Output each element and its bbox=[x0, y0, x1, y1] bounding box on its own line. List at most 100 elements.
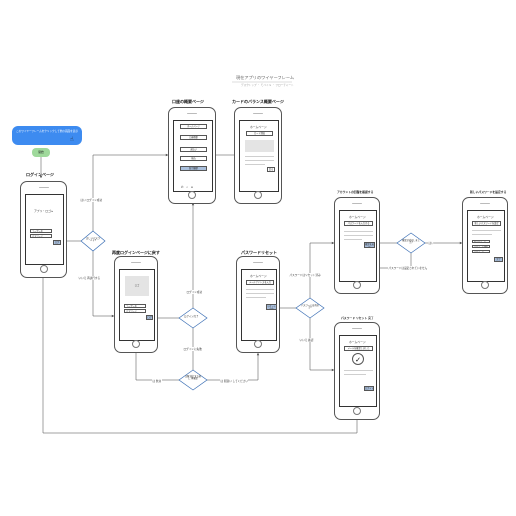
card-image bbox=[245, 140, 274, 152]
password-confirm-field[interactable]: パスワード確認 bbox=[472, 245, 490, 249]
text-line bbox=[245, 160, 274, 162]
edge-label-yes: はい bbox=[428, 241, 435, 245]
speaker bbox=[352, 203, 362, 205]
username-field[interactable]: ユーザー名 bbox=[124, 304, 146, 308]
transfer-button[interactable]: 振込 bbox=[180, 156, 207, 161]
decision-d4 bbox=[396, 232, 426, 254]
card-header: ホームページ bbox=[250, 125, 267, 129]
phone-relogin[interactable]: ロゴ ユーザー名 パスワード ログ bbox=[114, 256, 158, 353]
reset-page-title: パスワードリセット bbox=[241, 250, 277, 255]
newpw-field[interactable]: 新しいパスワードを設定 bbox=[472, 221, 501, 226]
newpw-page-title: 新しいパスワードを設定する bbox=[470, 190, 507, 194]
relogin-screen: ロゴ ユーザー名 パスワード ログ bbox=[119, 269, 155, 341]
payment-button[interactable]: 支払い bbox=[180, 147, 207, 152]
card-balance-tab[interactable]: カード残高 bbox=[246, 131, 273, 136]
speaker bbox=[187, 113, 197, 115]
search-icon[interactable]: ⌕ bbox=[186, 185, 189, 189]
recover-page-title: アカウントの回復を確認する bbox=[337, 190, 374, 194]
home-header: ホームページ bbox=[180, 124, 207, 129]
confirm-field: メールを確認しました bbox=[344, 346, 373, 351]
new-password-field[interactable]: 新パスワード bbox=[472, 240, 490, 244]
speaker bbox=[131, 262, 141, 264]
edge-label-bottom-left: は 無効 bbox=[152, 379, 162, 383]
phone-reset[interactable]: ホームページ メールアドレスを入力 リセット送信 bbox=[236, 256, 280, 353]
username-field[interactable]: ユーザー名 bbox=[30, 229, 52, 233]
confirm-screen: ホームページ メールを確認しました ✓ ログイン bbox=[339, 335, 377, 407]
text-line bbox=[246, 297, 266, 299]
edge-label-d4-down: パスワードは設定されていません bbox=[388, 266, 428, 270]
home-button-icon[interactable] bbox=[353, 407, 361, 415]
edge-label-d2-up: ログイン成功 bbox=[186, 290, 203, 294]
decision-d5 bbox=[178, 369, 208, 391]
home-button-icon[interactable] bbox=[353, 281, 361, 289]
confirm-login-button[interactable]: ログイン bbox=[364, 386, 374, 391]
speaker bbox=[352, 328, 362, 330]
newpw-header: ホームページ bbox=[477, 215, 494, 219]
home-button-icon[interactable] bbox=[39, 265, 48, 273]
diagram-subtitle: デスクトップ ・ モバイル ・ フローチャート bbox=[241, 84, 294, 87]
email-field[interactable]: メールアドレスを入力 bbox=[246, 280, 274, 285]
info-note-text: このワイヤーフレームをクリックして他の画面を表示 bbox=[16, 130, 78, 133]
confirm-page-title: パスワード リセット 完了 bbox=[341, 316, 374, 320]
phone-card[interactable]: ホームページ カード残高 戻る bbox=[234, 107, 282, 204]
text-line bbox=[245, 164, 265, 166]
diagram-title: 現在アプリのワイヤーフレーム bbox=[236, 75, 295, 80]
text-line bbox=[344, 239, 362, 241]
confirm-header: ホームページ bbox=[349, 340, 366, 344]
recover-header: ホームページ bbox=[349, 215, 366, 219]
text-line bbox=[245, 156, 274, 158]
password-field[interactable]: パスワード bbox=[472, 250, 490, 254]
phone-newpw[interactable]: ホームページ 新しいパスワードを設定 新パスワード パスワード確認 パスワード … bbox=[462, 197, 508, 294]
decision-d3 bbox=[295, 297, 325, 319]
phone-login[interactable]: アプリ・ロゴ ▸ ユーザー名 パスワード ログ bbox=[20, 181, 67, 278]
home-icon[interactable]: ⌂ bbox=[190, 185, 193, 189]
phone-home[interactable]: ホームページ 口座概要 支払い 振込 取引履歴 ✆ ⌕ ⌂ bbox=[168, 107, 216, 204]
login-page-title: ログインページ bbox=[26, 172, 54, 177]
info-note[interactable]: このワイヤーフレームをクリックして他の画面を表示 bbox=[12, 126, 82, 145]
newpw-screen: ホームページ 新しいパスワードを設定 新パスワード パスワード確認 パスワード … bbox=[467, 210, 505, 282]
home-button-icon[interactable] bbox=[188, 191, 196, 199]
edge-label-home: はい ログイン成功 bbox=[80, 198, 103, 202]
edge-label-d2-down: ログインに失敗 bbox=[183, 347, 203, 351]
password-field[interactable]: パスワード bbox=[30, 234, 52, 238]
home-button-icon[interactable] bbox=[254, 191, 262, 199]
recover-field[interactable]: パスワードを入力する bbox=[344, 221, 373, 226]
home-button-icon[interactable] bbox=[132, 340, 140, 348]
password-field[interactable]: パスワード bbox=[124, 309, 146, 313]
speaker bbox=[253, 262, 263, 264]
text-line bbox=[344, 235, 373, 237]
card-screen: ホームページ カード残高 戻る bbox=[239, 120, 279, 192]
phone-confirm[interactable]: ホームページ メールを確認しました ✓ ログイン bbox=[334, 322, 380, 420]
login-button[interactable]: ログ bbox=[53, 240, 61, 245]
login-header: アプリ・ロゴ ▸ bbox=[34, 209, 54, 213]
edge-label-relogin: いいえ 再試行する bbox=[78, 276, 101, 280]
done-button[interactable]: 完了 bbox=[494, 257, 503, 262]
text-line bbox=[472, 234, 492, 236]
card-page-title: カードのバランス概要ページ bbox=[232, 99, 284, 104]
recover-screen: ホームページ パスワードを入力する 確認を送信 bbox=[339, 210, 377, 282]
logo-image: ロゴ bbox=[125, 276, 149, 296]
speaker bbox=[480, 203, 490, 205]
speaker bbox=[38, 187, 49, 189]
checkmark-icon: ✓ bbox=[352, 353, 364, 365]
reset-send-button[interactable]: リセット送信 bbox=[266, 304, 277, 310]
home-button-icon[interactable] bbox=[254, 340, 262, 348]
decision-d2 bbox=[178, 307, 208, 329]
reset-header: ホームページ bbox=[250, 274, 267, 278]
relogin-page-title: 再度ログインページに戻す bbox=[112, 250, 160, 255]
speaker bbox=[253, 113, 263, 115]
edge-label-reset-recover: パスワードはリセット済み bbox=[289, 273, 322, 277]
relogin-button[interactable]: ログ bbox=[146, 315, 153, 320]
decision-d5-label: 正解 続行する前に 再確認 bbox=[185, 375, 202, 381]
text-line bbox=[246, 289, 274, 291]
edge-label-bottom-right: は 間違い してください bbox=[220, 379, 249, 383]
home-button-icon[interactable] bbox=[481, 281, 489, 289]
account-overview-button[interactable]: 口座概要 bbox=[180, 135, 207, 140]
phone-recover[interactable]: ホームページ パスワードを入力する 確認を送信 bbox=[334, 197, 380, 294]
start-node: 開始 bbox=[32, 148, 50, 157]
phone-icon[interactable]: ✆ bbox=[181, 185, 184, 189]
confirm-send-button[interactable]: 確認を送信 bbox=[364, 242, 375, 248]
back-button[interactable]: 戻る bbox=[267, 167, 275, 172]
history-button[interactable]: 取引履歴 bbox=[180, 166, 207, 171]
